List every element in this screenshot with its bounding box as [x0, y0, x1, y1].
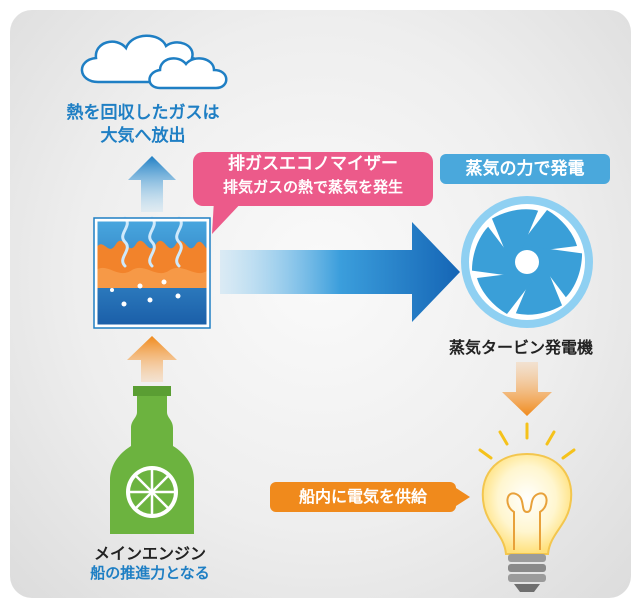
light-bulb-icon	[478, 422, 576, 592]
exhaust-line2: 大気へ放出	[100, 126, 186, 146]
engine-description: 船の推進力となる	[90, 564, 210, 582]
engine-name: メインエンジン	[93, 544, 206, 563]
economizer-icon	[93, 216, 211, 329]
power-arrow	[502, 362, 552, 416]
turbine-label: 蒸気タービン発電機	[448, 338, 593, 357]
power-badge-label: 蒸気の力で発電	[465, 159, 585, 179]
economizer-subtitle: 排気ガスの熱で蒸気を発生	[222, 178, 403, 196]
supply-badge	[270, 482, 470, 512]
exhaust-arrow	[128, 156, 176, 212]
exhaust-text: 熱を回収したガスは 大気へ放出	[48, 102, 238, 148]
engine-exhaust-arrow	[127, 336, 177, 382]
economizer-title: 排ガスエコノマイザー	[228, 154, 398, 174]
economizer-callout	[193, 152, 433, 234]
turbine-icon	[456, 192, 598, 332]
steam-arrow	[220, 222, 460, 322]
cloud-icon	[80, 34, 228, 90]
exhaust-line1: 熱を回収したガスは	[66, 103, 220, 123]
supply-badge-label: 船内に電気を供給	[298, 487, 427, 506]
power-badge	[440, 154, 610, 184]
economizer-callout-text: 排ガスエコノマイザー 排気ガスの熱で蒸気を発生	[193, 152, 433, 198]
main-engine-icon	[110, 386, 194, 534]
